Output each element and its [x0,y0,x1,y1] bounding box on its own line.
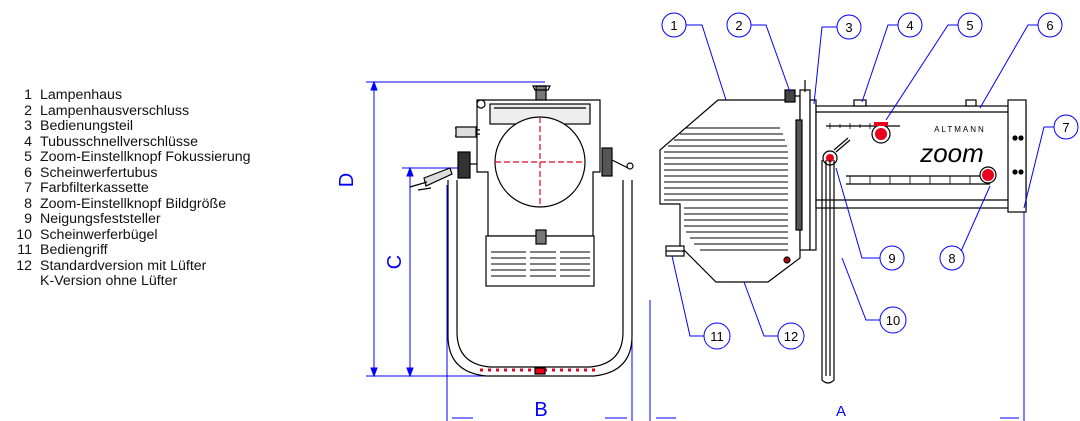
dimension-a-label: A [836,403,846,420]
ballast-box [485,229,595,287]
callout-11: 11 [703,322,731,350]
callout-number: 4 [906,18,913,33]
legend-item: 2 Lampenhausverschluss [8,102,338,120]
dimension-a [649,208,1025,421]
legend-number: 4 [24,133,32,150]
front-view: D C B [336,80,634,421]
callout-3: 3 [836,14,862,40]
yoke-side [821,160,835,384]
callout-1: 1 [661,12,687,38]
legend-item: 8 Zoom-Einstellknopf Bildgröße [8,195,338,213]
callout-number: 7 [1062,120,1069,135]
callout-4: 4 [897,12,923,38]
tilt-knob-left [409,151,487,191]
legend-number: 12 [16,257,32,274]
legend-item: 7 Farbfilterkassette [8,180,338,197]
legend-label: Scheinwerfertubus [40,164,158,181]
legend-label: Bedienungsteil [40,118,134,134]
lamp-housing-side [659,89,801,283]
side-view: A [649,80,1027,421]
callout-number: 2 [735,18,742,33]
callout-number: 3 [845,20,852,35]
callout-8: 8 [939,245,965,271]
legend-continuation: K-Version ohne Lüfter [40,273,178,289]
callout-number: 5 [966,18,973,33]
callout-9: 9 [879,245,905,271]
legend-label: Bediengriff [40,242,108,258]
legend-number: 8 [24,195,32,212]
yoke [447,180,633,377]
legend-item: 10 Scheinwerferbügel [8,226,338,244]
callouts [671,24,1054,337]
brand-name: ALTMANN [934,125,986,134]
legend-item: 12 Standardversion mit Lüfter [8,257,338,275]
legend-item: 4 Tubusschnellverschlüsse [8,133,338,151]
callout-number: 9 [888,251,895,266]
legend-item: 6 Scheinwerfertubus [8,164,338,182]
callout-number: 1 [670,18,677,33]
legend-item: 5 Zoom-Einstellknopf Fokussierung [8,149,338,166]
legend-label: Lampenhausverschluss [40,102,190,119]
dimension-c-label: C [384,255,406,269]
legend-label: Scheinwerferbügel [40,226,158,243]
lamp-housing-front [454,85,601,237]
legend-number: 10 [16,226,32,243]
legend-number: 7 [24,180,32,196]
callout-10: 10 [879,306,907,334]
legend-number: 6 [24,164,32,181]
legend-label: Zoom-Einstellknopf Bildgröße [40,195,227,212]
callout-number: 10 [886,313,900,328]
callout-number: 12 [784,329,798,344]
callout-number: 6 [1046,18,1053,33]
tilt-knob-right [601,147,634,177]
legend-number: 2 [24,102,32,119]
callout-6: 6 [1037,12,1063,38]
legend-number: 9 [24,211,32,227]
brand-logo: zoom [919,138,984,168]
legend-number: 5 [24,149,32,165]
legend-item: 3 Bedienungsteil [8,118,338,135]
legend-label: Tubusschnellverschlüsse [40,133,198,150]
operating-section [795,80,817,251]
callout-12: 12 [777,322,805,350]
dimension-c [402,166,460,378]
legend-label: Lampenhaus [40,87,123,103]
legend-label: Standardversion mit Lüfter [40,257,207,274]
callout-markers: 1 2 3 4 5 6 7 8 9 10 11 12 [661,12,1079,350]
legend-label: Farbfilterkassette [40,180,149,196]
callout-2: 2 [726,12,752,38]
legend-item: 9 Neigungsfeststeller [8,211,338,228]
callout-number: 8 [948,251,955,266]
size-knob [979,166,997,184]
legend-item: 11 Bediengriff [8,242,338,259]
legend-label: Zoom-Einstellknopf Fokussierung [40,149,251,165]
lens-tube: ALTMANN zoom [815,99,1027,213]
legend-number: 1 [24,87,32,103]
legend-number: 3 [24,118,32,134]
dimension-d-label: D [336,173,358,187]
legend-label: Neigungsfeststeller [40,211,161,227]
dimension-b-label: B [534,399,547,421]
callout-7: 7 [1053,114,1079,140]
focus-knob [871,122,891,144]
legend-number: 11 [17,242,32,258]
callout-5: 5 [957,12,983,38]
legend-item: 1 Lampenhaus [8,87,338,104]
callout-number: 11 [710,329,724,344]
